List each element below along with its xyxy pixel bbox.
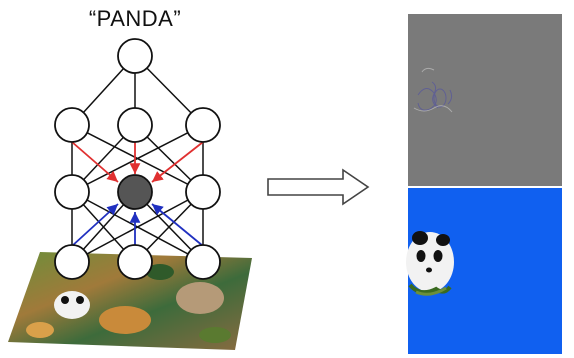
saliency-panel	[408, 14, 562, 186]
transform-arrow	[267, 168, 370, 206]
highlighted-node	[117, 174, 153, 210]
hidden-node	[117, 107, 153, 143]
network-nodes	[54, 38, 221, 280]
hidden-node	[54, 174, 90, 210]
input-node	[185, 244, 221, 280]
hidden-node	[54, 107, 90, 143]
tiger-patch	[99, 306, 151, 334]
bottom-up-arrows	[71, 203, 204, 247]
output-panels	[406, 14, 562, 354]
top-down-arrows	[71, 141, 204, 183]
hidden-node	[185, 107, 221, 143]
input-image	[8, 252, 252, 350]
hidden-node	[185, 174, 221, 210]
output-label: “PANDA”	[88, 6, 182, 31]
animal-patch	[176, 282, 224, 314]
input-node	[54, 244, 90, 280]
input-node	[117, 244, 153, 280]
panda-patch	[54, 291, 90, 319]
output-node	[117, 38, 153, 74]
panda-cutout	[406, 231, 454, 296]
